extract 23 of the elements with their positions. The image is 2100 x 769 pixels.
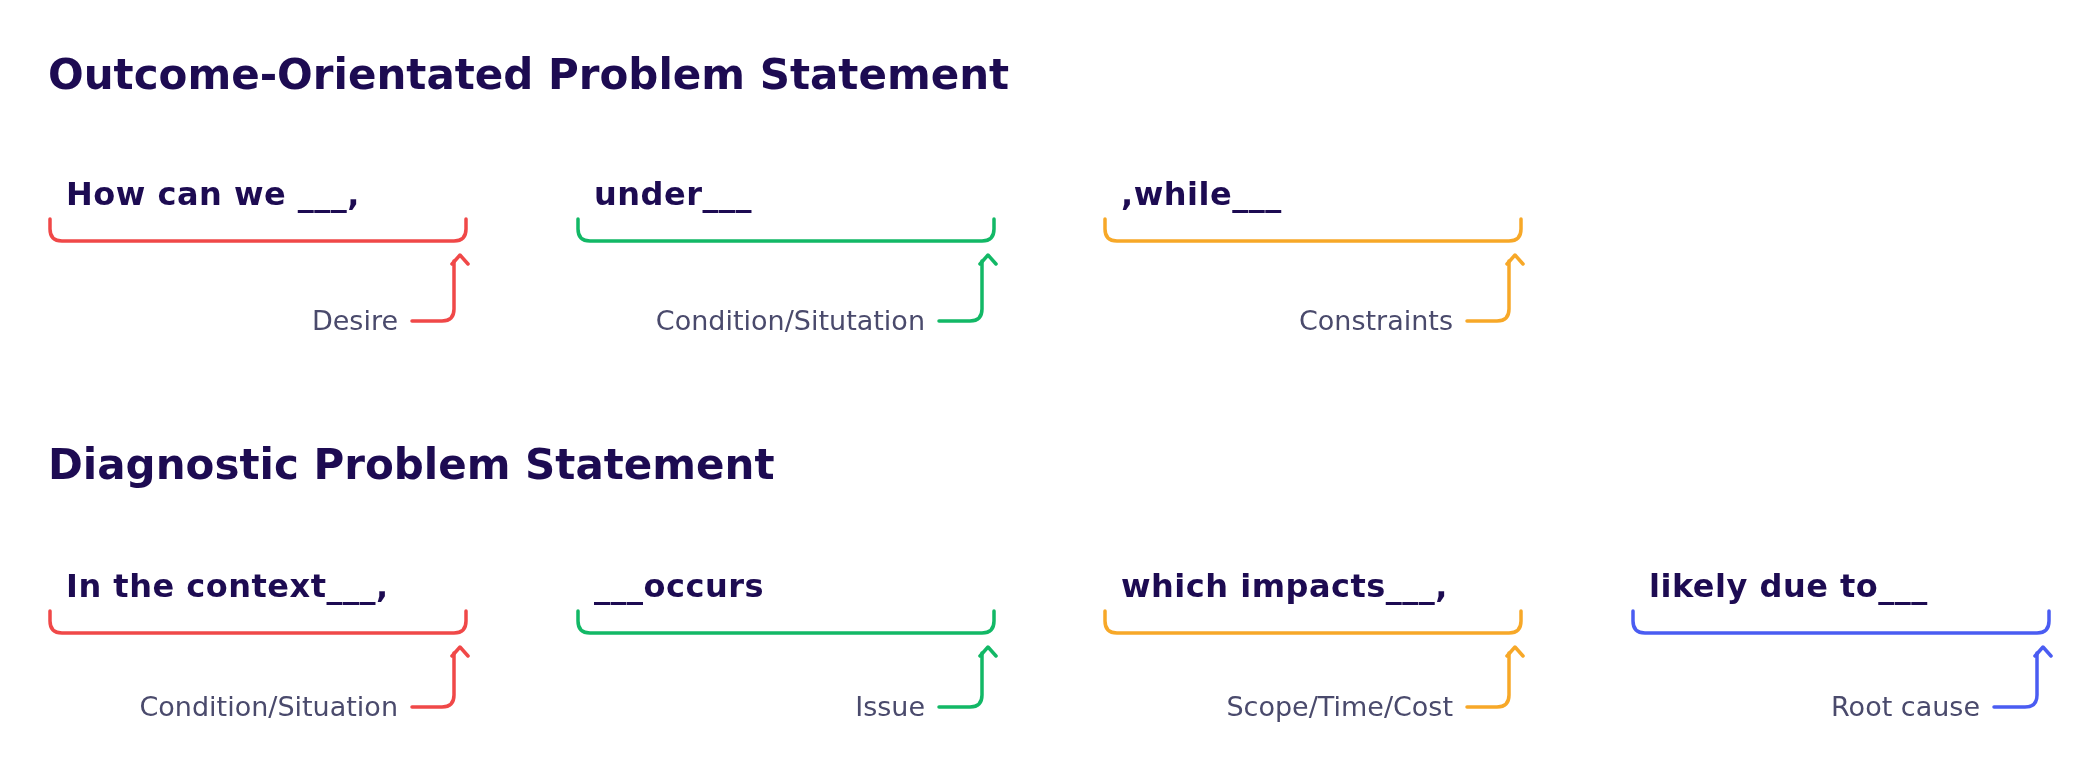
annotation-label: Condition/Situation	[139, 689, 398, 725]
statement-text: likely due to___	[1649, 567, 1928, 605]
statement-text: ,while___	[1121, 175, 1282, 213]
statement-text: In the context___,	[66, 567, 389, 605]
arrow	[410, 645, 470, 709]
annotation-label: Issue	[855, 689, 925, 725]
annotation-label: Desire	[311, 303, 398, 339]
arrow	[1992, 645, 2053, 709]
statement-text: How can we ___,	[66, 175, 360, 213]
section-heading: Outcome-Orientated Problem Statement	[48, 50, 1010, 99]
section-heading: Diagnostic Problem Statement	[48, 440, 775, 489]
arrow	[1465, 253, 1525, 323]
annotation-label: Constraints	[1298, 303, 1453, 339]
arrow	[937, 645, 998, 709]
annotation-label: Scope/Time/Cost	[1226, 689, 1453, 725]
arrow	[1465, 645, 1525, 709]
statement-text: under___	[594, 175, 752, 213]
statement-text: which impacts___,	[1121, 567, 1448, 605]
arrow	[410, 253, 470, 323]
annotation-label: Condition/Situtation	[655, 303, 925, 339]
statement-text: ___occurs	[594, 567, 765, 605]
arrow	[937, 253, 998, 323]
annotation-label: Root cause	[1831, 689, 1980, 725]
